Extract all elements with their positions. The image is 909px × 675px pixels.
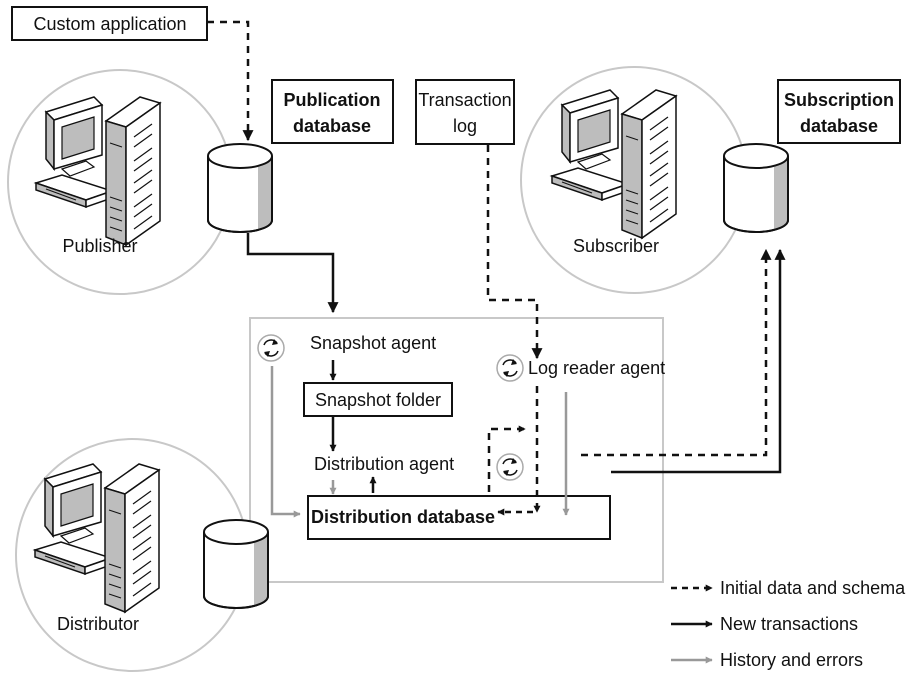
transaction-log-box <box>415 79 515 145</box>
publication-database-icon <box>207 143 274 233</box>
distributor-label: Distributor <box>57 614 139 634</box>
legend-label-initial-data: Initial data and schema <box>720 578 906 598</box>
publisher-label: Publisher <box>62 236 137 256</box>
subscription-database-label-line2: database <box>800 116 878 136</box>
snapshot-agent-label: Snapshot agent <box>310 333 436 353</box>
legend: Initial data and schema New transactions… <box>671 578 906 670</box>
pubdb-to-distributor-arrow <box>246 233 339 314</box>
publication-database-box <box>271 79 394 144</box>
distribution-database-box <box>307 495 611 540</box>
custom-application-label: Custom application <box>33 14 186 34</box>
snapshot-folder-box <box>303 382 453 417</box>
distribution-database-icon <box>203 519 270 609</box>
distribution-frame <box>249 317 664 583</box>
snapshot-folder-label: Snapshot folder <box>315 390 441 410</box>
distdb-to-subscriber-arrow <box>611 248 786 474</box>
transaction-log-label-line1: Transaction <box>418 90 511 110</box>
subscriber-label: Subscriber <box>573 236 659 256</box>
publication-database-label-line2: database <box>293 116 371 136</box>
dist-to-subscriber-dashed-arrow <box>581 248 772 457</box>
log-reader-agent-cycle-icon <box>496 354 524 382</box>
subscription-database-icon <box>723 143 790 233</box>
log-reader-agent-label: Log reader agent <box>528 358 665 378</box>
legend-label-history-errors: History and errors <box>720 650 863 670</box>
subscription-database-box <box>777 79 901 144</box>
transaction-log-label-line2: log <box>453 116 477 136</box>
subscription-database-label-line1: Subscription <box>784 90 894 110</box>
distribution-database-label: Distribution database <box>311 507 495 527</box>
distribution-agent-label: Distribution agent <box>314 454 454 474</box>
publication-database-label-line1: Publication <box>283 90 380 110</box>
snapshot-history-arrow <box>270 366 301 518</box>
custom-application-box <box>11 6 208 41</box>
distribution-agent-cycle-icon <box>496 453 524 481</box>
snapshot-agent-cycle-icon <box>257 334 285 362</box>
legend-label-new-transactions: New transactions <box>720 614 858 634</box>
app-to-pubdb-arrow <box>207 20 254 142</box>
